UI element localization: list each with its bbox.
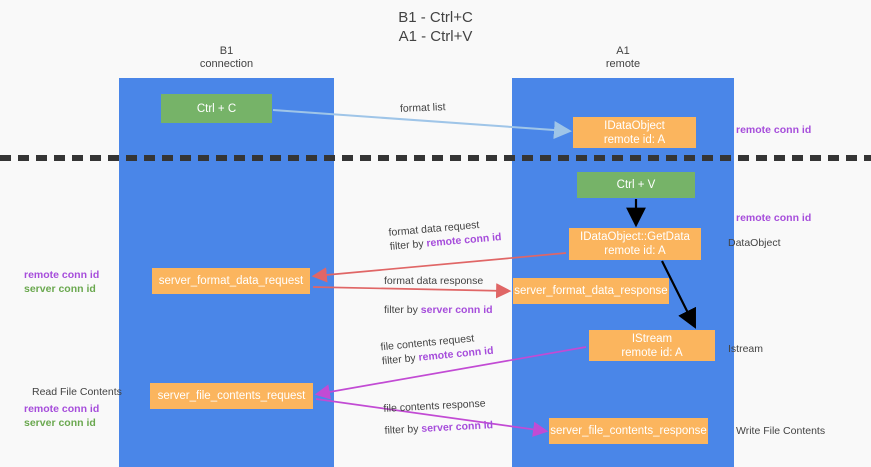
annotation-right-remote-conn-id-1: remote conn id — [736, 124, 812, 136]
edge-label-fcresp-filter-prefix: filter by — [384, 422, 422, 437]
node-server-format-data-response[interactable]: server_format_data_response — [513, 278, 669, 304]
annotation-left-read-file-contents: Read File Contents — [32, 386, 122, 398]
annotation-left-remote-conn-id-2: remote conn id — [24, 403, 100, 415]
edge-label-fcreq-filter-prefix: filter by — [381, 351, 420, 368]
annotation-right-istream: Istream — [728, 343, 764, 355]
column-header-a1: A1 remote — [605, 45, 641, 70]
node-server-format-data-request[interactable]: server_format_data_request — [152, 268, 310, 294]
annotation-left-conn-ids-top: remote conn id server conn id — [24, 268, 99, 296]
edge-label-format-data-response-text: format data response — [384, 275, 484, 287]
diagram-title: B1 - Ctrl+C A1 - Ctrl+V — [398, 9, 473, 45]
annotation-left-server-conn-id-2: server conn id — [24, 417, 96, 429]
node-idataobject[interactable]: IDataObject remote id: A — [573, 117, 696, 148]
node-ctrl-c[interactable]: Ctrl + C — [161, 94, 272, 123]
edge-label-file-contents-response: file contents response filter by server … — [383, 396, 493, 438]
edge-format-data-response — [312, 283, 512, 299]
edge-label-fdresp-filter-prefix: filter by — [384, 304, 421, 316]
node-server-file-contents-request[interactable]: server_file_contents_request — [150, 383, 313, 409]
edge-format-data-request — [311, 252, 567, 283]
edge-format-list — [272, 109, 572, 139]
annotation-right-dataobject: DataObject — [728, 237, 781, 249]
edge-label-format-list: format list — [400, 100, 446, 116]
edge-label-fcresp-filter-key: server conn id — [421, 419, 494, 435]
node-istream[interactable]: IStream remote id: A — [589, 330, 715, 361]
edge-file-contents-request — [314, 346, 587, 400]
column-header-b1: B1 connection — [199, 45, 254, 70]
edge-label-fdresp-filter-key: server conn id — [420, 304, 493, 316]
node-idataobject-getdata[interactable]: IDataObject::GetData remote id: A — [569, 228, 701, 260]
annotation-left-server-conn-id-1: server conn id — [24, 283, 96, 295]
annotation-right-write-file-contents: Write File Contents — [736, 425, 826, 437]
annotation-left-conn-ids-bottom: remote conn id server conn id — [24, 402, 99, 430]
edge-label-fdreq-filter-prefix: filter by — [389, 237, 427, 253]
edge-file-contents-response — [315, 398, 549, 437]
dashed-boundary-divider — [0, 155, 871, 161]
edge-label-format-data-response: format data response filter by server co… — [384, 274, 493, 317]
node-server-file-contents-response[interactable]: server_file_contents_response — [549, 418, 708, 444]
node-ctrl-v[interactable]: Ctrl + V — [577, 172, 695, 198]
annotation-right-remote-conn-id-2: remote conn id — [736, 212, 812, 224]
annotation-left-remote-conn-id-1: remote conn id — [24, 269, 100, 281]
edge-getdata-to-istream — [661, 260, 696, 329]
edge-label-format-list-text: format list — [399, 101, 446, 115]
